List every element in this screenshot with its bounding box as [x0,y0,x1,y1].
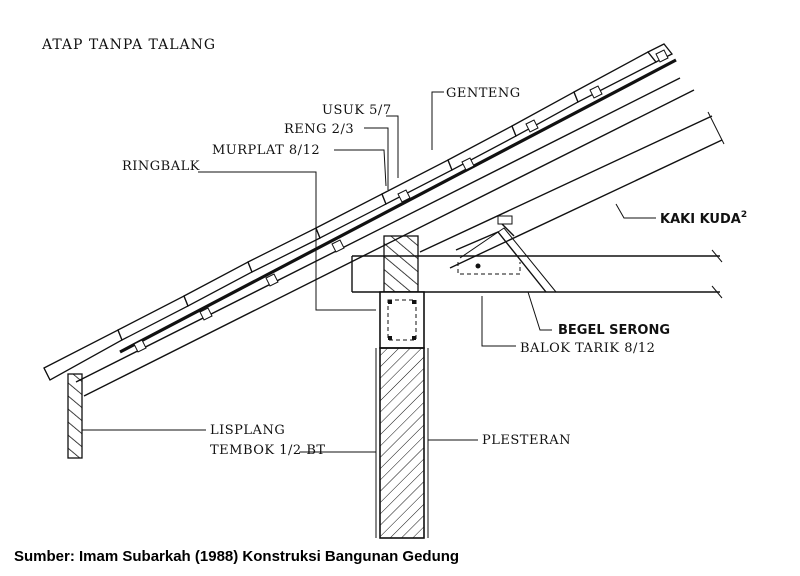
label-plesteran: PLESTERAN [482,433,571,448]
source-caption: Sumber: Imam Subarkah (1988) Konstruksi … [14,548,460,565]
diagram-title: ATAP TANPA TALANG [41,37,216,53]
reng-batten [119,58,677,354]
begel-serong-joint [455,215,557,293]
tile-nibs [133,49,669,353]
label-genteng: GENTENG [446,86,521,101]
label-balok-tarik: BALOK TARIK 8/12 [520,341,655,356]
tembok-wall [375,347,429,539]
label-begel-serong: BEGEL SERONG [558,323,670,338]
label-murplat: MURPLAT 8/12 [212,143,320,158]
label-ringbalk: RINGBALK [122,159,200,174]
label-kaki-kuda: KAKI KUDA2 [660,210,747,227]
ringbalk-beam [379,291,425,349]
label-tembok: TEMBOK 1/2 BT [210,443,326,458]
label-kaki-kuda-text: KAKI KUDA [660,212,741,227]
label-kaki-kuda-sup: 2 [741,210,747,220]
leader-lines [82,91,656,453]
label-lisplang: LISPLANG [210,423,285,438]
label-usuk: USUK 5/7 [322,103,392,118]
kaki-kuda-beam [419,111,725,269]
label-reng: RENG 2/3 [284,122,354,137]
murplat-plate [383,235,419,293]
lisplang-fascia [67,373,83,459]
